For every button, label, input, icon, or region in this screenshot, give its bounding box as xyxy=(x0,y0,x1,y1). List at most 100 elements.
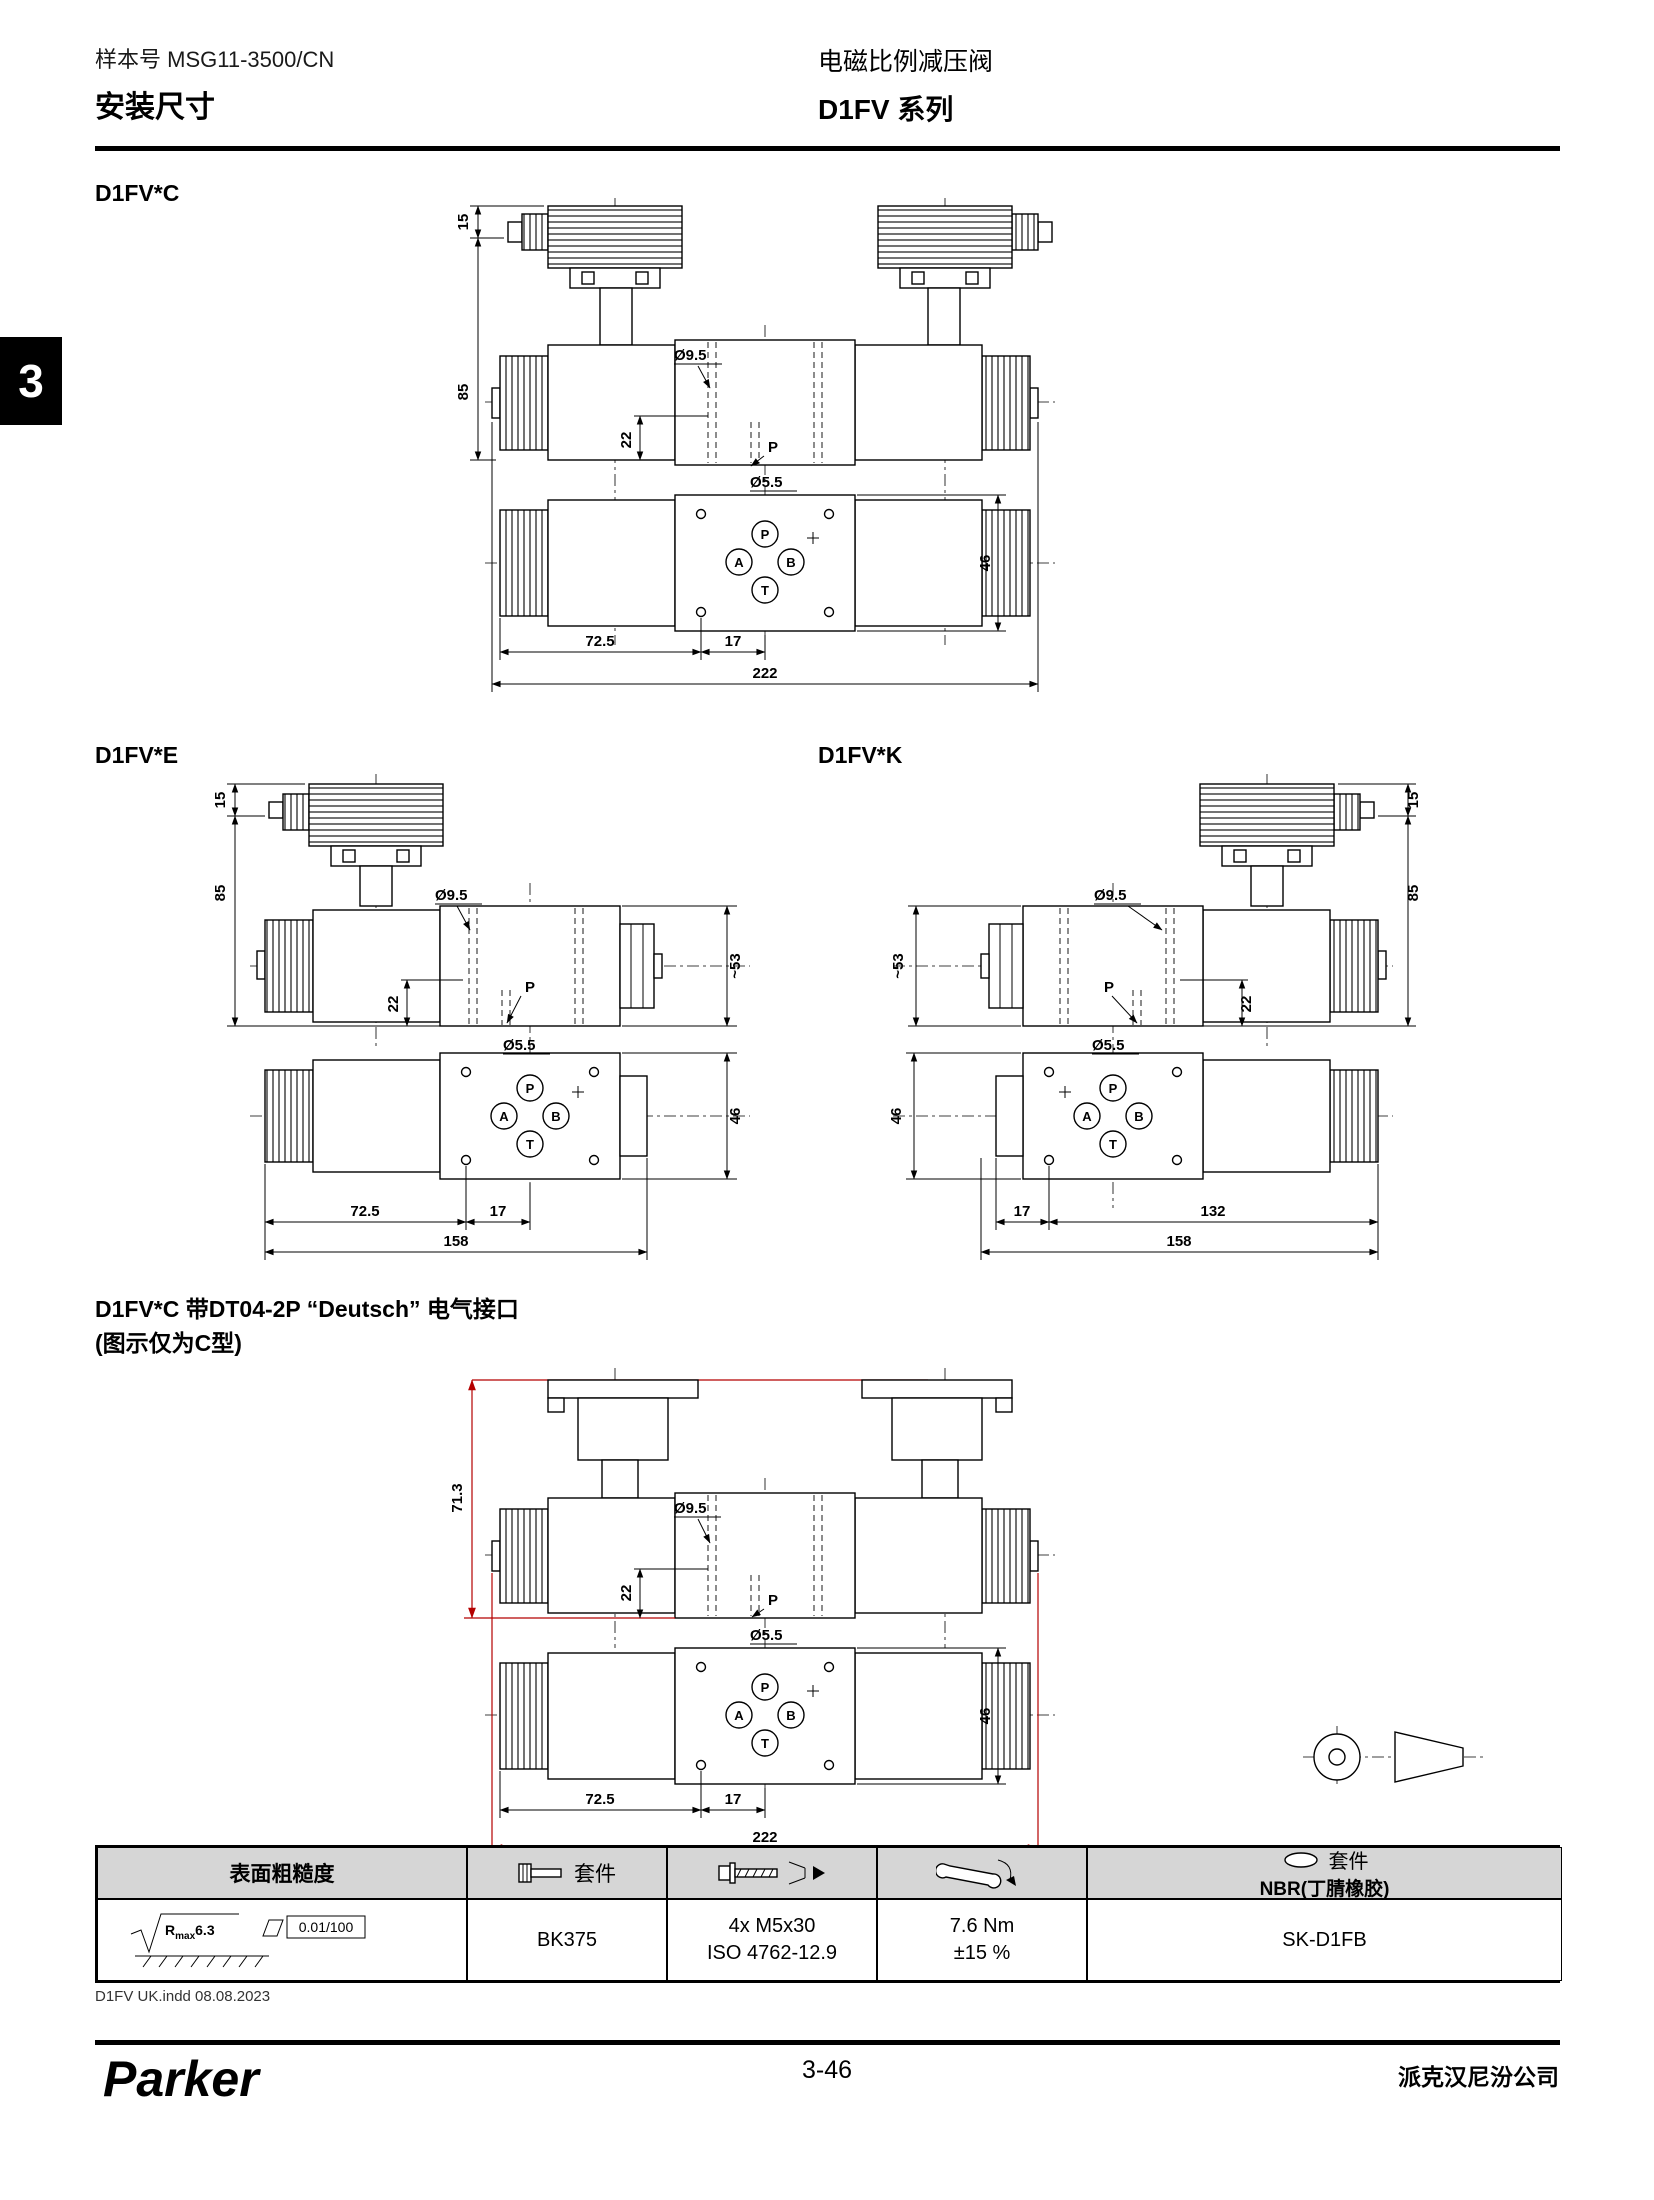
section-label-k: D1FV*K xyxy=(818,742,903,768)
screws-line2: ISO 4762-12.9 xyxy=(706,1942,838,1964)
screws-cell: 4x M5x30 ISO 4762-12.9 xyxy=(667,1899,877,1981)
footer-rule xyxy=(95,2040,1560,2045)
dim-72-5: 72.5 xyxy=(350,1203,379,1220)
header-left: 样本号 MSG11-3500/CN 安装尺寸 xyxy=(95,42,334,126)
section-label-deutsch-line1: D1FV*C 带DT04-2P “Deutsch” 电气接口 xyxy=(95,1296,519,1322)
section-label-deutsch-line2: (图示仅为C型) xyxy=(95,1330,242,1356)
chapter-tab: 3 xyxy=(0,337,62,425)
file-note: D1FV UK.indd 08.08.2023 xyxy=(95,1988,271,2005)
drawing-d1fv-e: P A B T 15 85 Ø9.5 22 P Ø5.5 xyxy=(212,774,750,1260)
port-b-label: B xyxy=(786,1708,795,1723)
dim-15: 15 xyxy=(1405,792,1422,809)
drawing-d1fv-k: P A B T 15 85 ~53 Ø9.5 22 P xyxy=(888,774,1422,1260)
dim-port-p: P xyxy=(768,439,778,456)
doc-number: 样本号 MSG11-3500/CN xyxy=(95,47,335,72)
product-title: 电磁比例减压阀 xyxy=(818,48,994,76)
dim-222: 222 xyxy=(752,665,777,682)
dim-71-3: 71.3 xyxy=(450,1483,466,1512)
surface-roughness-label: 表面粗糙度 xyxy=(229,1863,335,1886)
dim-22: 22 xyxy=(385,996,402,1013)
deutsch-connector-right xyxy=(861,1379,1013,1499)
company-name: 派克汉尼汾公司 xyxy=(1398,2064,1559,2090)
roughness-r: R xyxy=(165,1922,175,1938)
dim-port-p: P xyxy=(1104,979,1114,996)
bolt-icon xyxy=(518,1863,562,1883)
dim-72-5: 72.5 xyxy=(585,633,614,650)
dim-dia9-5: Ø9.5 xyxy=(674,1500,707,1517)
dim-85: 85 xyxy=(1405,885,1422,902)
valve-port-view: P A B T xyxy=(995,1052,1379,1180)
dim-46: 46 xyxy=(727,1108,744,1125)
surface-roughness-cell: Rmax6.3 0.01/100 xyxy=(97,1899,467,1981)
dim-port-p: P xyxy=(768,1592,778,1609)
seal-kit-header: 套件 NBR(丁腈橡胶) xyxy=(1087,1847,1562,1900)
port-b-label: B xyxy=(551,1109,560,1124)
port-t-label: T xyxy=(761,1736,769,1751)
roughness-symbol: Rmax6.3 0.01/100 xyxy=(130,1913,366,1968)
dim-158: 158 xyxy=(1166,1233,1191,1250)
port-p-label: P xyxy=(1109,1081,1118,1096)
torque-cell: 7.6 Nm ±15 % xyxy=(877,1899,1087,1981)
port-b-label: B xyxy=(1134,1109,1143,1124)
section-label-e: D1FV*E xyxy=(95,742,179,768)
dimensions: 15 85 Ø9.5 22 P Ø5.5 46 72.5 17 xyxy=(455,205,1039,692)
valve-front-view xyxy=(491,339,1039,466)
dim-46: 46 xyxy=(977,1708,994,1725)
page-number: 3-46 xyxy=(801,2056,853,2084)
deutsch-connector-left xyxy=(547,1379,699,1499)
drawing-d1fv-c: P A B T 15 85 Ø9.5 22 P Ø5.5 xyxy=(455,198,1055,692)
drawing-d1fv-deutsch: P A B T 71.3 Ø9.5 22 P Ø5.5 46 xyxy=(450,1368,1055,1856)
seal-kit-value: SK-D1FB xyxy=(1282,1928,1367,1951)
torque-line1: 7.6 Nm xyxy=(949,1915,1015,1937)
wrench-icon xyxy=(936,1859,1016,1889)
dimensions: 15 85 Ø9.5 22 P Ø5.5 ~53 46 xyxy=(212,783,744,1260)
dim-port-p: P xyxy=(525,979,535,996)
svg-text:Rmax6.3: Rmax6.3 xyxy=(165,1922,215,1942)
seal-kit-cell: SK-D1FB xyxy=(1087,1899,1562,1981)
valve-port-view: P A B T xyxy=(499,1647,1031,1785)
seal-ring-icon xyxy=(1283,1851,1318,1868)
roughness-sub: max xyxy=(175,1931,195,1942)
valve-front-view xyxy=(980,905,1387,1027)
bolt-kit-header: 套件 xyxy=(467,1847,667,1899)
valve-front-view xyxy=(491,1492,1039,1619)
dim-222: 222 xyxy=(752,1829,777,1846)
screws-line1: 4x M5x30 xyxy=(728,1915,816,1937)
dimensions: 15 85 ~53 Ø9.5 22 P Ø5.5 46 xyxy=(888,783,1422,1260)
dim-85: 85 xyxy=(212,885,229,902)
din-connector-left xyxy=(507,205,683,346)
dim-17: 17 xyxy=(725,633,742,650)
dim-22: 22 xyxy=(618,432,635,449)
header-right: 电磁比例减压阀 D1FV 系列 xyxy=(818,42,993,128)
roughness-value: 6.3 xyxy=(195,1922,215,1938)
dim-17: 17 xyxy=(1014,1203,1031,1220)
header-rule xyxy=(95,146,1560,151)
dim-dia9-5: Ø9.5 xyxy=(674,347,707,364)
plug-cone-icon xyxy=(1394,1731,1464,1783)
dim-dia5-5: Ø5.5 xyxy=(750,1627,783,1644)
dim-46: 46 xyxy=(888,1108,905,1125)
dim-dia9-5: Ø9.5 xyxy=(435,887,468,904)
flatness-value: 0.01/100 xyxy=(299,1919,354,1935)
valve-front-view xyxy=(256,905,663,1027)
dim-132: 132 xyxy=(1200,1203,1225,1220)
dim-15: 15 xyxy=(212,792,229,809)
seal-material-label: NBR(丁腈橡胶) xyxy=(1259,1879,1390,1900)
dim-72-5: 72.5 xyxy=(585,1791,614,1808)
port-a-label: A xyxy=(1082,1109,1092,1124)
port-t-label: T xyxy=(526,1137,534,1152)
port-p-label: P xyxy=(526,1081,535,1096)
surface-roughness-header: 表面粗糙度 xyxy=(97,1847,467,1899)
spec-table: 表面粗糙度 套件 xyxy=(95,1845,1562,1983)
dim-53: ~53 xyxy=(727,953,744,978)
valve-port-view: P A B T xyxy=(264,1052,648,1180)
dim-158: 158 xyxy=(443,1233,468,1250)
bolt-kit-cell: BK375 xyxy=(467,1899,667,1981)
dim-53: ~53 xyxy=(890,953,907,978)
torque-line2: ±15 % xyxy=(953,1942,1011,1964)
dim-22: 22 xyxy=(1238,996,1255,1013)
port-t-label: T xyxy=(1109,1137,1117,1152)
dim-22: 22 xyxy=(618,1585,635,1602)
port-a-label: A xyxy=(734,555,744,570)
